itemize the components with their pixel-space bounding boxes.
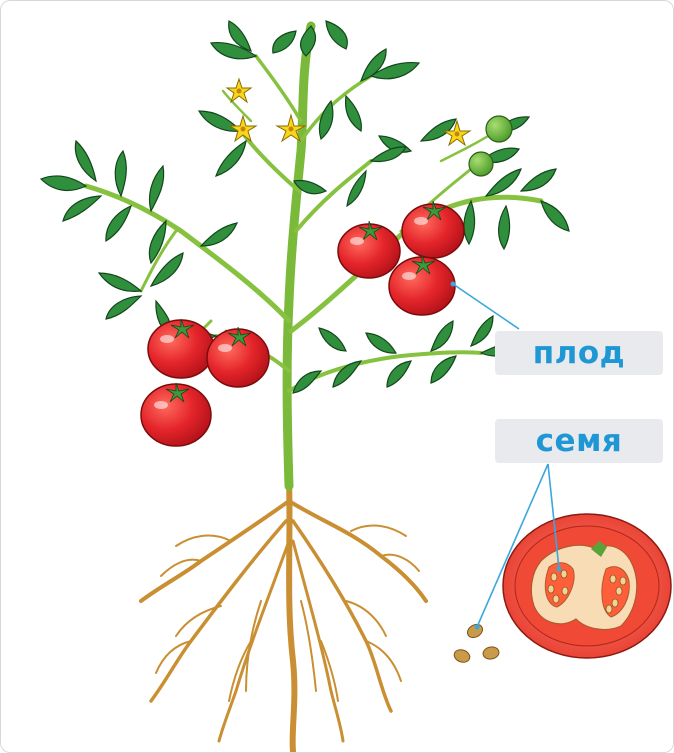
seed-label: семя [495, 419, 663, 463]
unripe-tomatoes [469, 116, 512, 176]
fruit-label-text: плод [533, 335, 625, 371]
cut-tomato [503, 514, 671, 658]
roots [141, 481, 426, 751]
seed-label-text: семя [536, 423, 623, 459]
fruit-label: плод [495, 331, 663, 375]
